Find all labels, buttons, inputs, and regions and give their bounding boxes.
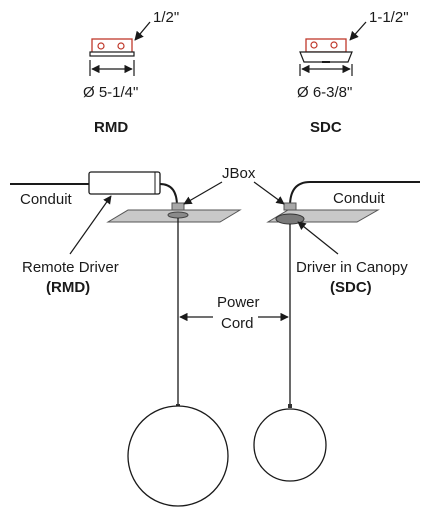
cord-label: Cord xyxy=(221,315,254,332)
pendant-globe-large xyxy=(127,405,229,507)
sdc-installation xyxy=(253,181,420,482)
driver-in-canopy-abbr: (SDC) xyxy=(330,279,372,296)
rmd-canopy-detail: 1/2" Ø 5-1/4" RMD xyxy=(83,9,179,136)
jbox-label: JBox xyxy=(222,165,256,182)
sdc-name-label: SDC xyxy=(310,119,342,136)
power-label: Power xyxy=(217,294,260,311)
jbox-arrow-right xyxy=(253,181,285,205)
remote-driver-abbr: (RMD) xyxy=(46,279,90,296)
rmd-screw-left xyxy=(97,42,105,50)
sdc-screw-right xyxy=(330,41,338,49)
sdc-canopy-right xyxy=(275,213,305,225)
rmd-canopy-base xyxy=(89,51,135,57)
remote-driver-arrow xyxy=(69,195,112,255)
conduit-label-right: Conduit xyxy=(333,190,386,207)
sdc-canopy-profile xyxy=(305,38,347,53)
rmd-installation xyxy=(10,171,242,507)
sdc-height-label: 1-1/2" xyxy=(369,9,409,26)
driver-in-canopy-label: Driver in Canopy xyxy=(296,259,408,276)
jbox-callout: JBox xyxy=(183,165,285,205)
rmd-screw-right xyxy=(117,42,125,50)
driver-in-canopy-arrow xyxy=(297,221,339,255)
remote-driver-box xyxy=(88,171,161,195)
rmd-height-label: 1/2" xyxy=(153,9,179,26)
rmd-canopy-left xyxy=(167,211,189,219)
sdc-diameter-label: Ø 6-3/8" xyxy=(297,84,352,101)
driver-in-canopy-callout: Driver in Canopy (SDC) xyxy=(296,221,408,296)
sdc-screw-left xyxy=(310,41,318,49)
rmd-height-leader xyxy=(134,21,151,41)
power-cord-callout: Power Cord xyxy=(179,294,289,332)
sdc-canopy-detail: 1-1/2" Ø 6-3/8" SDC xyxy=(297,9,409,136)
conduit-line-right xyxy=(289,181,420,207)
jbox-right xyxy=(283,202,297,211)
sdc-height-leader xyxy=(349,21,367,41)
pendant-globe-small xyxy=(253,408,327,482)
jbox-arrow-left xyxy=(183,181,223,205)
socket-right xyxy=(288,404,292,408)
remote-driver-callout: Remote Driver (RMD) xyxy=(22,195,119,296)
remote-driver-label: Remote Driver xyxy=(22,259,119,276)
conduit-label-left: Conduit xyxy=(20,191,73,208)
sdc-canopy-body xyxy=(299,51,353,63)
rmd-name-label: RMD xyxy=(94,119,128,136)
rmd-diameter-label: Ø 5-1/4" xyxy=(83,84,138,101)
jbox-left xyxy=(171,202,185,211)
